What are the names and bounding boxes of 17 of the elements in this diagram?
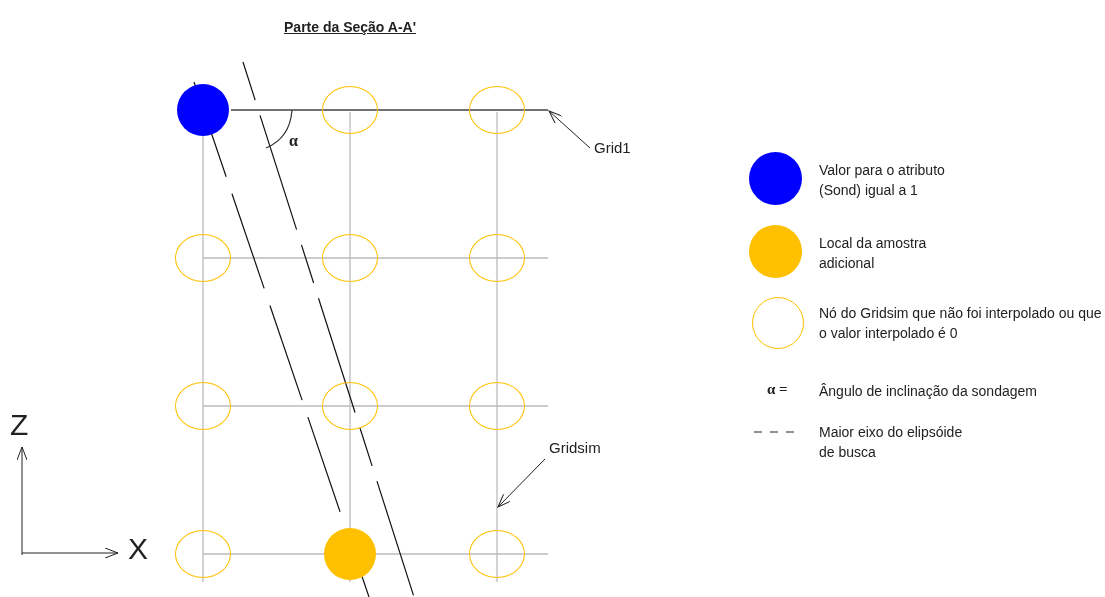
legend-text: Ângulo de inclinação da sondagem xyxy=(819,382,1038,401)
legend-text: Nó do Gridsim que não foi interpolado ou que o valor interpolado é 0 xyxy=(819,304,1103,343)
axis-label: X xyxy=(128,532,148,566)
filled-grid-node xyxy=(177,84,229,136)
title: Parte da Seção A-A' xyxy=(284,19,416,35)
legend-text: Maior eixo do elipsóide de busca xyxy=(819,423,964,462)
grid-lines xyxy=(202,111,549,583)
callout-label: Gridsim xyxy=(549,438,601,458)
angle-symbol: α = xyxy=(767,380,788,399)
section-line xyxy=(230,109,549,111)
leader-line xyxy=(548,110,591,149)
axis-label: Z xyxy=(10,408,29,442)
angle-symbol: α xyxy=(289,131,298,151)
legend-text: Valor para o atributo (Sond) igual a 1 xyxy=(819,161,946,200)
callout-label: Grid1 xyxy=(594,138,631,158)
leader-line xyxy=(497,458,546,508)
legend-text: Local da amostra adicional xyxy=(819,234,928,273)
